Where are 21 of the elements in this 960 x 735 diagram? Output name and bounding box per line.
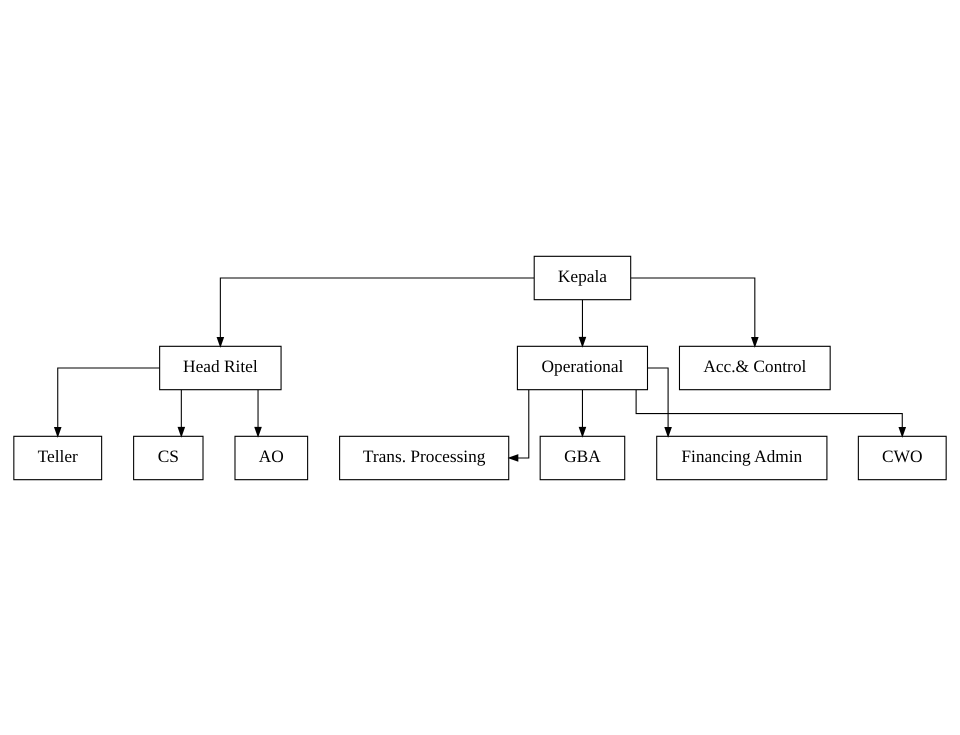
arrow: [578, 389, 586, 438]
node-box: Financing Admin: [656, 435, 828, 480]
node-box: Acc.& Control: [678, 345, 831, 390]
node-box: Kepala: [534, 255, 632, 300]
arrow: [216, 276, 534, 348]
node-box: Operational: [516, 345, 648, 390]
arrow: [507, 389, 530, 462]
node-box: CS: [133, 435, 204, 480]
arrow: [636, 389, 906, 438]
arrow: [178, 389, 186, 438]
node-box: CWO: [858, 435, 947, 480]
node-box: Head Ritel: [159, 345, 282, 390]
arrow: [578, 299, 586, 348]
arrow: [54, 366, 160, 438]
arrow: [648, 366, 672, 438]
node-box: Trans. Processing: [339, 435, 510, 480]
arrow: [630, 276, 759, 348]
node-box: AO: [234, 435, 308, 480]
node-box: GBA: [540, 435, 626, 480]
arrow: [254, 389, 262, 438]
node-box: Teller: [13, 435, 102, 480]
